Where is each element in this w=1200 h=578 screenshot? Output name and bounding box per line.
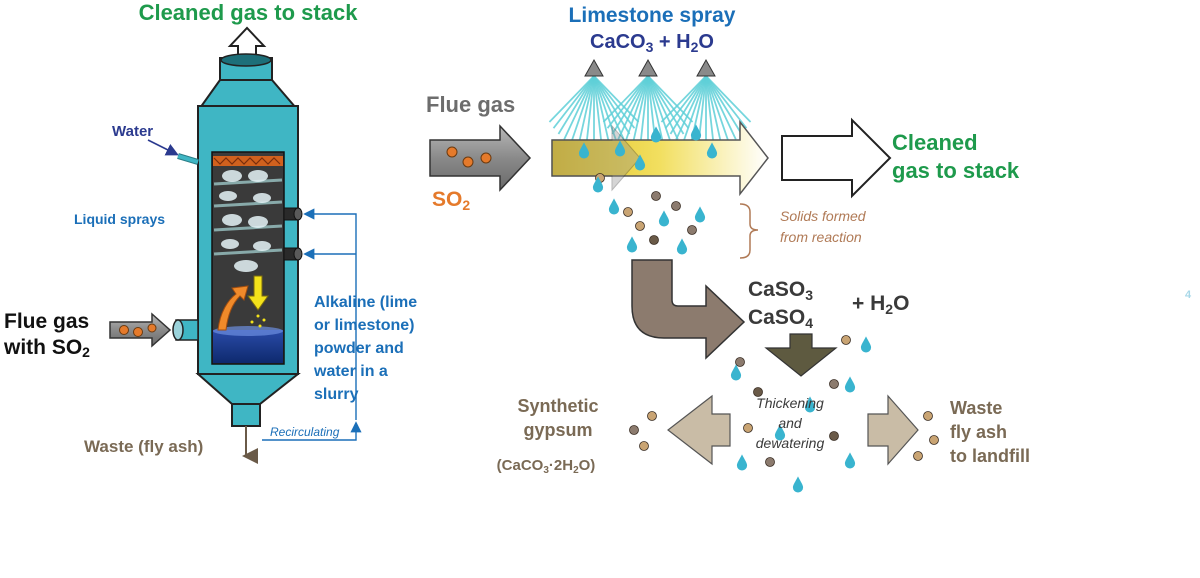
limestone-spray-title: Limestone spray <box>569 4 736 27</box>
bottom-cone <box>195 373 301 405</box>
particle-9 <box>841 335 851 345</box>
water-drop-13 <box>860 336 872 353</box>
waste-label-2: fly ash <box>950 422 1007 442</box>
cleaned-gas-top-label: Cleaned gas to stack <box>139 0 359 25</box>
water-label: Water <box>112 123 153 140</box>
bent-flow-arrow-icon <box>631 259 746 360</box>
waste-label-3: to landfill <box>950 446 1030 466</box>
solids-bracket <box>739 203 759 259</box>
particle-19 <box>929 435 939 445</box>
water-drop-8 <box>608 198 620 215</box>
particle-5 <box>687 225 697 235</box>
particle-16 <box>639 441 649 451</box>
solid-particles <box>595 173 939 467</box>
mist-eliminator <box>213 156 283 166</box>
alkaline-label: Alkaline (lime or limestone) powder and … <box>313 294 417 403</box>
gypsum-label-1: Synthetic <box>517 396 598 416</box>
water-drop-18 <box>736 454 748 471</box>
flue-gas-arrow-icon <box>429 124 532 192</box>
particle-11 <box>829 379 839 389</box>
caso4-label: CaSO4 <box>748 306 813 331</box>
recirculation-lines <box>262 208 362 441</box>
particle-3 <box>671 201 681 211</box>
waste-label-1: Waste <box>950 398 1002 418</box>
solids-label-1: Solids formed <box>780 208 867 224</box>
gypsum-formula: (CaCO3·2H2O) <box>497 457 596 476</box>
svg-text:Alkaline (lime: Alkaline (lime <box>314 294 417 311</box>
particle-10 <box>753 387 763 397</box>
water-drop-15 <box>844 376 856 393</box>
spray-mist <box>219 170 271 272</box>
cleaned-gas-label-2: gas to stack <box>892 158 1020 183</box>
thickening-label-2: and <box>778 415 803 431</box>
particle-18 <box>923 411 933 421</box>
reaction-zone-arrow-icon <box>551 119 769 197</box>
h2o-label: + H2O <box>852 292 909 317</box>
left-flue-so2-label: with SO2 <box>3 336 90 360</box>
water-drop-20 <box>792 476 804 493</box>
cleaned-gas-label-1: Cleaned <box>892 130 978 155</box>
waste-fly-ash-label: Waste (fly ash) <box>84 437 203 456</box>
solids-label-2: from reaction <box>780 229 862 245</box>
left-flue-gas-label: Flue gas <box>4 310 89 333</box>
caso3-label: CaSO3 <box>748 278 813 303</box>
particle-12 <box>743 423 753 433</box>
particle-13 <box>829 431 839 441</box>
gas-up-arrow-icon <box>217 285 249 331</box>
scrubber-tower: Cleaned gas to stack <box>109 0 359 464</box>
gypsum-label-2: gypsum <box>523 420 592 440</box>
water-drop-19 <box>844 452 856 469</box>
water-drop-11 <box>676 238 688 255</box>
particle-6 <box>649 235 659 245</box>
thickening-label-1: Thickening <box>756 395 824 411</box>
right-flue-gas-label: Flue gas <box>426 92 515 117</box>
so2-label: SO2 <box>432 188 470 213</box>
particle-4 <box>635 221 645 231</box>
bottom-outlet <box>231 403 261 427</box>
cleaned-gas-arrow-icon <box>781 117 892 199</box>
gypsum-arrow-icon <box>667 394 731 466</box>
recirculating-label: Recirculating <box>270 425 340 439</box>
thickening-label-3: dewatering <box>756 435 825 451</box>
particle-1 <box>651 191 661 201</box>
svg-text:powder and: powder and <box>314 340 404 357</box>
particle-8 <box>735 357 745 367</box>
limestone-formula: CaCO3 + H2O <box>590 31 714 55</box>
waste-arrow-icon <box>867 394 919 466</box>
spray-bars <box>213 178 283 256</box>
particle-14 <box>765 457 775 467</box>
water-pointer <box>147 139 179 156</box>
svg-text:or limestone): or limestone) <box>314 317 414 334</box>
particle-17 <box>629 425 639 435</box>
top-cone <box>198 79 299 109</box>
liquid-down-arrow-icon <box>247 275 269 311</box>
particle-15 <box>647 411 657 421</box>
particle-20 <box>913 451 923 461</box>
down-arrow-icon <box>764 333 838 377</box>
svg-text:slurry: slurry <box>314 386 359 403</box>
particle-2 <box>623 207 633 217</box>
spray-nozzles <box>548 58 752 154</box>
liquid-sprays-label: Liquid sprays <box>74 211 165 227</box>
water-drop-10 <box>626 236 638 253</box>
svg-text:water in a: water in a <box>313 363 388 380</box>
water-drop-9 <box>658 210 670 227</box>
page-number: 4 <box>1185 289 1192 301</box>
water-drop-12 <box>694 206 706 223</box>
